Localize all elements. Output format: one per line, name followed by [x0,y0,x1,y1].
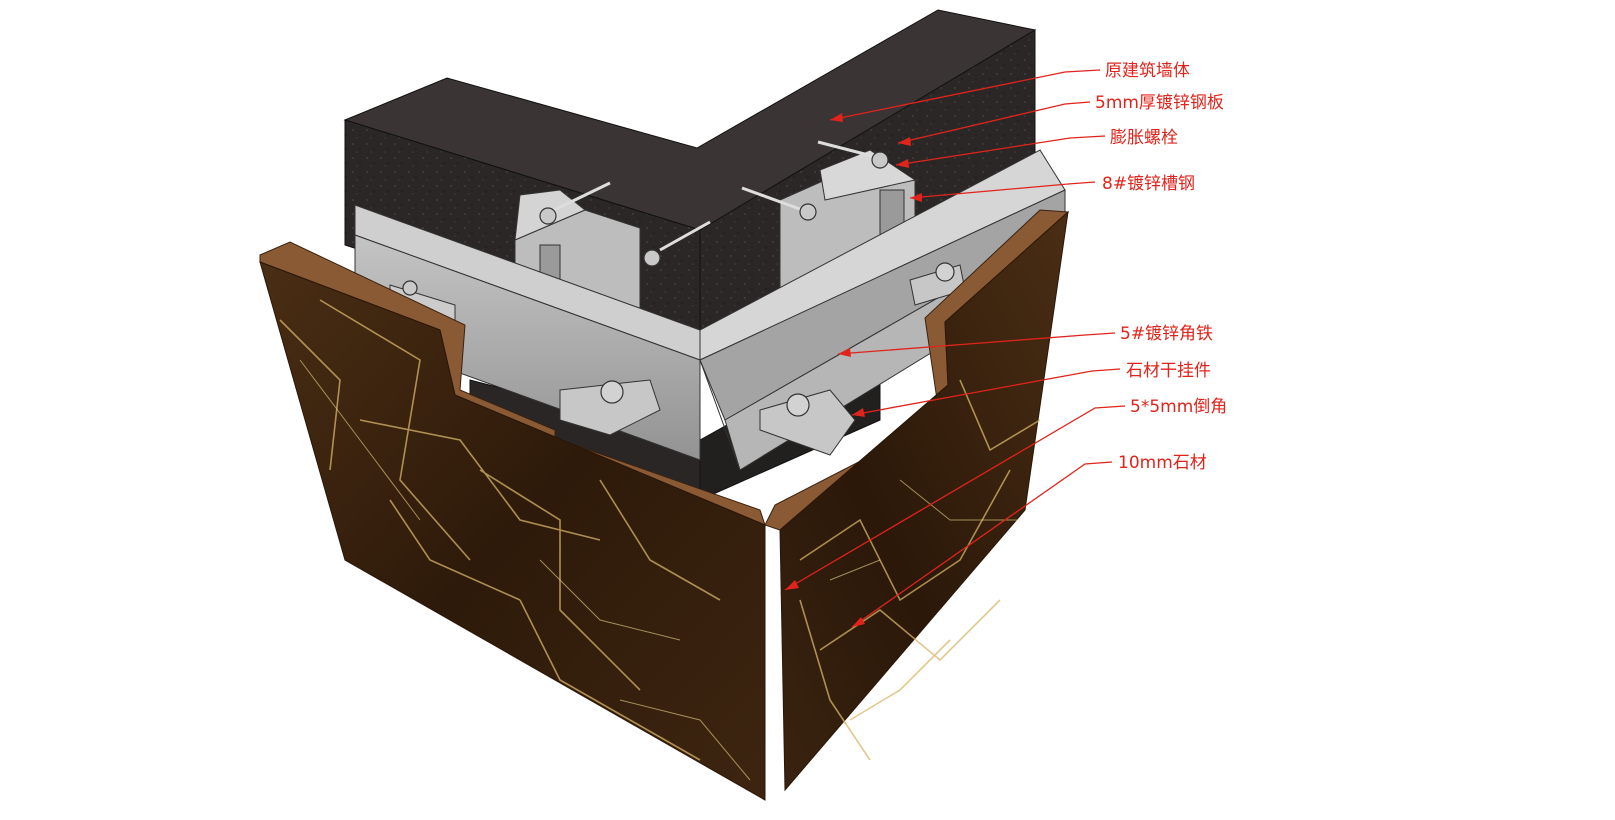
marble-panel-left [259,241,766,801]
leader-lines [784,69,1126,628]
leader-dry-hanger [851,368,1121,416]
label-dry-hanger: 石材干挂件 [1126,361,1211,381]
label-channel-steel: 8#镀锌槽钢 [1102,174,1195,194]
marble-panel-right [764,209,1070,792]
leader-chamfer [784,405,1126,591]
leader-steel-plate [897,101,1091,144]
leader-arrowheads [785,113,922,627]
leader-wall [829,69,1101,121]
label-steel-plate: 5mm厚镀锌钢板 [1095,93,1224,113]
label-stone: 10mm石材 [1118,453,1207,473]
leader-channel-steel [909,181,1096,199]
label-expansion-bolt: 膨胀螺栓 [1110,128,1178,148]
label-wall: 原建筑墙体 [1105,61,1190,81]
leader-expansion-bolt [895,135,1106,166]
leader-angle-iron [837,332,1116,355]
label-angle-iron: 5#镀锌角铁 [1120,324,1213,344]
callout-labels: 原建筑墙体 5mm厚镀锌钢板 膨胀螺栓 8#镀锌槽钢 5#镀锌角铁 石材干挂件 … [1095,61,1227,473]
leader-stone [851,461,1113,628]
label-chamfer: 5*5mm倒角 [1130,397,1227,417]
